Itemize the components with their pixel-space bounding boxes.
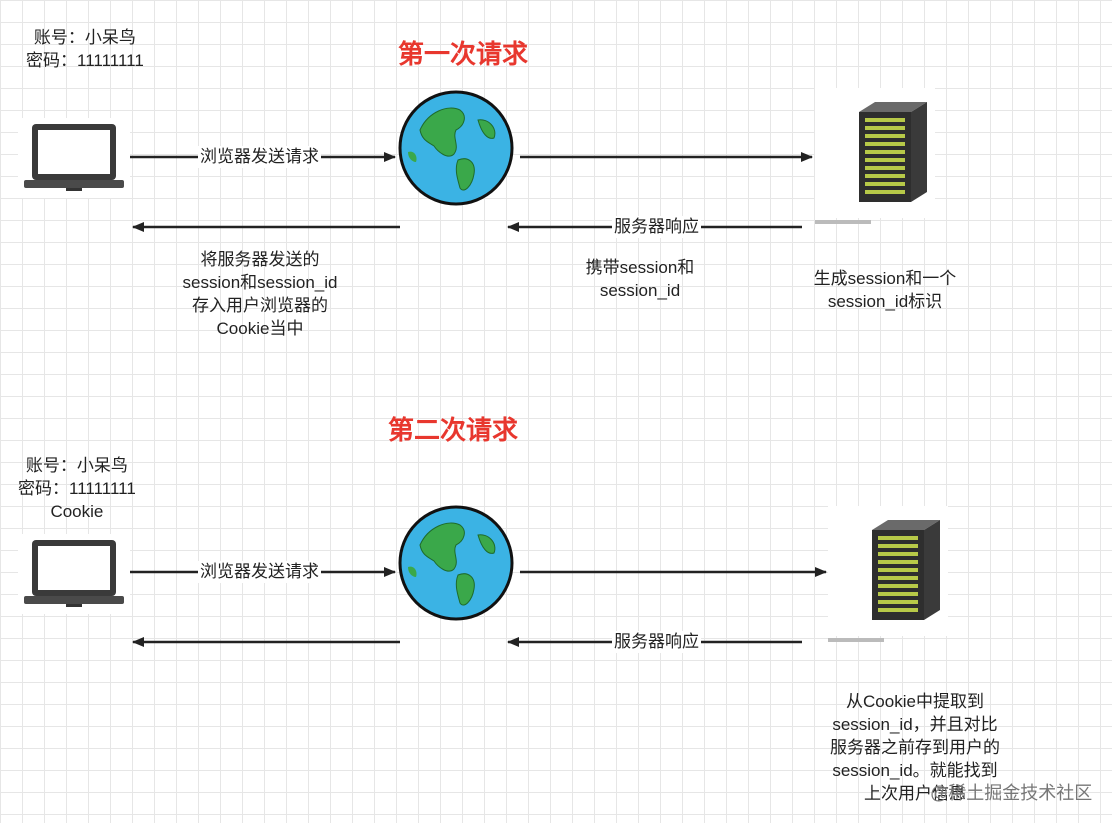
note-line: session_id	[599, 281, 681, 300]
note-line: Cookie当中	[216, 319, 304, 338]
request-label-2: 浏览器发送请求	[198, 561, 321, 583]
note-line: 从Cookie中提取到	[846, 692, 984, 711]
laptop-icon	[18, 534, 130, 614]
watermark: @稀土掘金技术社区	[930, 783, 1093, 803]
section-title-2: 第二次请求	[388, 415, 519, 445]
note-line: 上次用户信息	[864, 784, 966, 803]
note-line: session_id标识	[827, 292, 943, 311]
account-line: 账号：小呆鸟	[33, 28, 136, 47]
note-line: 将服务器发送的	[200, 250, 320, 269]
note-line: 生成session和一个	[813, 269, 957, 288]
laptop-icon	[18, 118, 130, 198]
account-line: 账号：小呆鸟	[25, 456, 128, 475]
note-line: 携带session和	[585, 258, 695, 277]
account-line: 密码：11111111	[26, 51, 144, 70]
note-line: 存入用户浏览器的	[192, 296, 328, 315]
account-info-2: 账号：小呆鸟 密码：11111111 Cookie	[18, 454, 136, 523]
server-note-2: 从Cookie中提取到 session_id，并且对比 服务器之前存到用户的 s…	[810, 690, 1020, 805]
server-note-1: 生成session和一个 session_id标识	[800, 267, 970, 313]
server-icon	[828, 506, 948, 642]
browser-note-1: 将服务器发送的 session和session_id 存入用户浏览器的 Cook…	[160, 248, 360, 340]
section-title-1: 第一次请求	[398, 39, 529, 69]
account-info-1: 账号：小呆鸟 密码：11111111	[26, 26, 144, 72]
server-icon	[815, 88, 935, 224]
note-line: session_id。就能找到	[832, 761, 998, 780]
request-label-1: 浏览器发送请求	[198, 146, 321, 168]
globe-icon	[398, 90, 514, 206]
account-line: 密码：11111111	[18, 479, 136, 498]
note-line: session和session_id	[182, 273, 338, 292]
globe-icon	[398, 505, 514, 621]
account-line: Cookie	[50, 502, 104, 521]
response-label-1: 服务器响应	[612, 216, 701, 238]
carry-note-1: 携带session和 session_id	[560, 256, 720, 302]
note-line: 服务器之前存到用户的	[830, 738, 1000, 757]
note-line: session_id，并且对比	[832, 715, 998, 734]
response-label-2: 服务器响应	[612, 631, 701, 653]
